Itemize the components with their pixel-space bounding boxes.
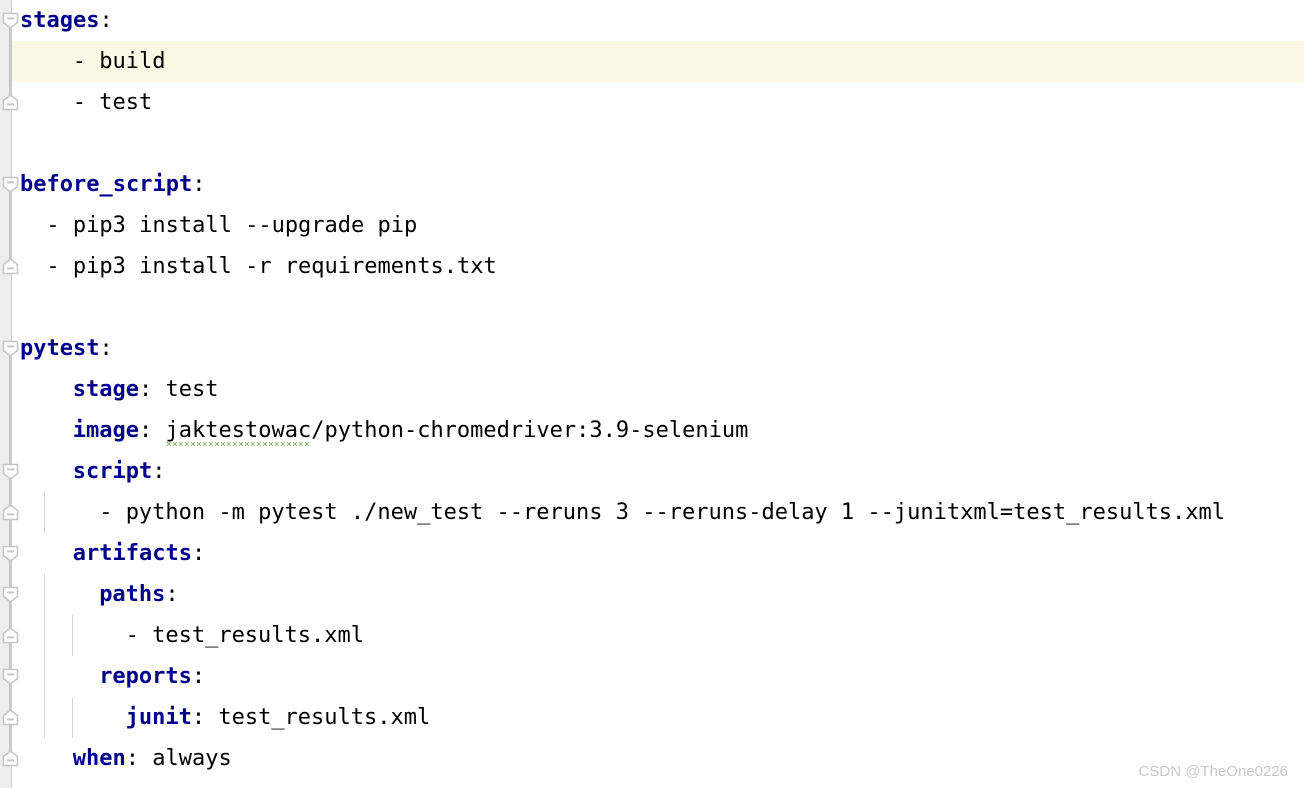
code-line[interactable]: - python -m pytest ./new_test --reruns 3… — [0, 492, 1304, 533]
code-line[interactable]: stages: — [0, 0, 1304, 41]
code-line[interactable]: before_script: — [0, 164, 1304, 205]
code-line[interactable] — [0, 123, 1304, 164]
yaml-value: build — [99, 49, 166, 74]
yaml-punctuation: - — [99, 500, 126, 525]
code-line-text: paths: — [99, 574, 178, 615]
code-line[interactable]: image: jaktestowac/python-chromedriver:3… — [0, 410, 1304, 451]
yaml-punctuation: - — [72, 90, 100, 115]
yaml-key: script — [72, 459, 153, 484]
code-line[interactable]: paths: — [0, 574, 1304, 615]
yaml-value: always — [152, 746, 232, 771]
yaml-value: test — [165, 377, 219, 402]
code-line-text: stage: test — [73, 369, 219, 410]
code-line-text: - test — [73, 82, 152, 123]
code-line-text: - build — [73, 41, 166, 82]
yaml-key: when — [72, 746, 126, 771]
fold-collapse-down-icon[interactable] — [1, 585, 20, 604]
yaml-punctuation: : — [192, 172, 206, 197]
yaml-punctuation: : — [99, 336, 113, 361]
code-line-text: - pip3 install -r requirements.txt — [46, 246, 496, 287]
code-line[interactable]: - build — [0, 41, 1304, 82]
fold-collapse-down-icon[interactable] — [1, 544, 20, 563]
indent-guide — [72, 697, 73, 738]
yaml-punctuation: : — [99, 8, 113, 33]
fold-collapse-up-icon[interactable] — [1, 708, 20, 727]
yaml-key: image — [72, 418, 140, 443]
code-line-text: - python -m pytest ./new_test --reruns 3… — [99, 492, 1225, 533]
fold-region-spine — [9, 20, 11, 103]
fold-collapse-up-icon[interactable] — [1, 503, 20, 522]
fold-collapse-down-icon[interactable] — [1, 339, 20, 358]
yaml-value-spellcheck-warning: jaktestowac — [165, 418, 312, 446]
indent-guide — [72, 615, 73, 656]
fold-collapse-down-icon[interactable] — [1, 175, 20, 194]
yaml-value: test_results.xml — [152, 623, 365, 648]
code-line-text: stages: — [20, 0, 113, 41]
code-line-text: junit: test_results.xml — [126, 697, 431, 738]
code-line[interactable]: - pip3 install -r requirements.txt — [0, 246, 1304, 287]
yaml-punctuation: - — [46, 213, 73, 238]
fold-collapse-down-icon[interactable] — [1, 11, 20, 30]
code-line-text: before_script: — [20, 164, 205, 205]
code-line-text: when: always — [73, 738, 232, 779]
yaml-punctuation: - — [125, 623, 153, 648]
yaml-punctuation: : — [165, 582, 179, 607]
yaml-value: test — [99, 90, 153, 115]
code-line[interactable]: reports: — [0, 656, 1304, 697]
code-line[interactable]: script: — [0, 451, 1304, 492]
yaml-key: artifacts — [72, 541, 193, 566]
yaml-punctuation: : — [152, 459, 166, 484]
yaml-key: before_script — [20, 172, 193, 197]
yaml-value: /python-chromedriver:3.9-selenium — [311, 418, 749, 443]
yaml-value: python -m pytest ./new_test --reruns 3 -… — [125, 500, 1226, 525]
yaml-punctuation: - — [46, 254, 73, 279]
fold-region-spine — [9, 184, 11, 267]
yaml-key: stages — [20, 8, 100, 33]
yaml-punctuation: : — [125, 746, 153, 771]
fold-collapse-up-icon[interactable] — [1, 257, 20, 276]
yaml-key: junit — [125, 705, 192, 730]
fold-collapse-up-icon[interactable] — [1, 626, 20, 645]
fold-collapse-down-icon[interactable] — [1, 667, 20, 686]
yaml-punctuation: - — [72, 49, 100, 74]
yaml-punctuation: : — [192, 541, 206, 566]
code-line-text: script: — [73, 451, 166, 492]
indent-guide — [44, 574, 45, 738]
code-line[interactable] — [0, 287, 1304, 328]
code-line[interactable]: - test — [0, 82, 1304, 123]
fold-gutter[interactable] — [0, 0, 11, 788]
yaml-punctuation: : — [191, 705, 219, 730]
fold-collapse-up-icon[interactable] — [1, 749, 20, 768]
yaml-key: paths — [99, 582, 166, 607]
code-line-text: artifacts: — [73, 533, 205, 574]
code-line[interactable]: junit: test_results.xml — [0, 697, 1304, 738]
yaml-key: pytest — [20, 336, 100, 361]
yaml-punctuation: : — [139, 418, 166, 443]
yaml-key: reports — [99, 664, 192, 689]
yaml-value: pip3 install --upgrade pip — [72, 213, 418, 238]
yaml-value: test_results.xml — [218, 705, 431, 730]
code-line[interactable]: pytest: — [0, 328, 1304, 369]
code-line-text: - test_results.xml — [126, 615, 364, 656]
indent-guide — [44, 492, 45, 533]
yaml-punctuation: : — [191, 664, 206, 689]
csdn-watermark: CSDN @TheOne0226 — [1138, 763, 1288, 780]
fold-collapse-up-icon[interactable] — [1, 93, 20, 112]
yaml-value: pip3 install -r requirements.txt — [72, 254, 497, 279]
fold-collapse-down-icon[interactable] — [1, 462, 20, 481]
yaml-punctuation: : — [139, 377, 166, 402]
code-line[interactable]: artifacts: — [0, 533, 1304, 574]
code-line[interactable]: - pip3 install --upgrade pip — [0, 205, 1304, 246]
code-line-text: - pip3 install --upgrade pip — [46, 205, 417, 246]
code-line[interactable]: stage: test — [0, 369, 1304, 410]
code-line[interactable]: - test_results.xml — [0, 615, 1304, 656]
yaml-key: stage — [72, 377, 140, 402]
code-line-text: image: jaktestowac/python-chromedriver:3… — [72, 410, 749, 451]
code-line-text: pytest: — [20, 328, 113, 369]
code-line-text: reports: — [99, 656, 205, 697]
code-line[interactable]: when: always — [0, 738, 1304, 779]
gutter-divider — [11, 0, 12, 788]
